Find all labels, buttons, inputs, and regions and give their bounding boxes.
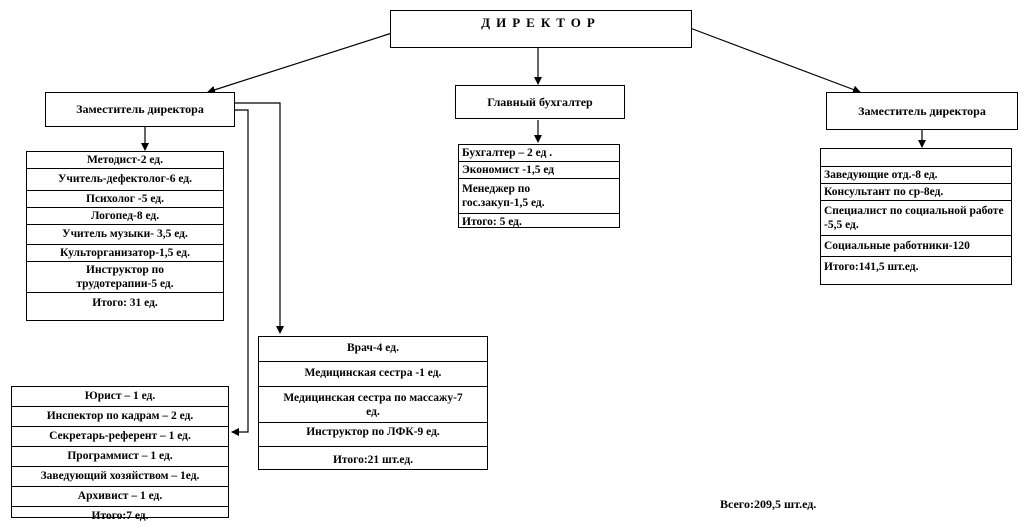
- accountant-staff-list: Бухгалтер – 2 ед . Экономист -1,5 ед Мен…: [458, 144, 620, 228]
- list-item: Секретарь-референт – 1 ед.: [12, 427, 228, 447]
- list-item: Врач-4 ед.: [259, 337, 487, 362]
- deputy-right-header: Заместитель директора: [826, 92, 1018, 130]
- list-total: Итого: 5 ед.: [462, 216, 522, 228]
- list-total: Итого: 31 ед.: [92, 297, 158, 309]
- list-total: Итого:7 ед.: [91, 510, 149, 522]
- list-item: Юрист – 1 ед.: [12, 387, 228, 407]
- list-item: Бухгалтер – 2 ед .: [459, 145, 619, 162]
- admin-staff-list: Юрист – 1 ед. Инспектор по кадрам – 2 ед…: [11, 386, 229, 522]
- arrow-director-to-deputy-right: [689, 27, 861, 94]
- list-item: Учитель-дефектолог-6 ед.: [27, 169, 223, 191]
- deputy-left-title: Заместитель директора: [76, 102, 204, 116]
- list-total: Итого:21 шт.ед.: [332, 454, 414, 466]
- list-item: Консультант по ср-8ед.: [821, 184, 1011, 201]
- director-title: ДИРЕКТОР: [481, 15, 601, 30]
- list-item: Менеджер по гос.закуп-1,5 ед.: [459, 179, 619, 214]
- list-item: Специалист по социальной работе -5,5 ед.: [821, 201, 1011, 236]
- list-item: Медицинская сестра по массажу-7 ед.: [259, 387, 487, 423]
- deputy-right-title: Заместитель директора: [858, 103, 986, 118]
- list-item: Экономист -1,5 ед: [459, 162, 619, 179]
- list-item: Культорганизатор-1,5 ед.: [27, 245, 223, 262]
- deputy-left-header: Заместитель директора: [45, 92, 235, 127]
- list-item: Программист – 1 ед.: [12, 447, 228, 467]
- deputy-right-staff-list: Заведующие отд.-8 ед. Консультант по ср-…: [820, 148, 1012, 285]
- list-item: Логопед-8 ед.: [27, 208, 223, 225]
- list-item: Инструктор по трудотерапии-5 ед.: [27, 262, 223, 293]
- accountant-title: Главный бухгалтер: [487, 94, 593, 109]
- list-item: Психолог -5 ед.: [27, 191, 223, 208]
- deputy-left-staff-list: Методист-2 ед. Учитель-дефектолог-6 ед. …: [26, 151, 224, 321]
- list-item: Социальные работники-120: [821, 236, 1011, 257]
- medical-staff-list: Врач-4 ед. Медицинская сестра -1 ед. Мед…: [258, 336, 488, 470]
- list-total: Итого:141,5 шт.ед.: [824, 261, 919, 273]
- list-item: Инструктор по ЛФК-9 ед.: [259, 423, 487, 447]
- list-item: Инспектор по кадрам – 2 ед.: [12, 407, 228, 427]
- arrow-director-to-deputy-left: [207, 32, 393, 94]
- arrow-deputy-left-to-medical: [234, 102, 284, 334]
- list-item: Методист-2 ед.: [27, 152, 223, 169]
- grand-total: Всего:209,5 шт.ед.: [720, 497, 817, 511]
- list-item: Архивист – 1 ед.: [12, 487, 228, 507]
- list-item-empty: [821, 149, 1011, 167]
- list-item: Заведующий хозяйством – 1ед.: [12, 467, 228, 487]
- list-item: Медицинская сестра -1 ед.: [259, 362, 487, 387]
- accountant-header: Главный бухгалтер: [455, 85, 625, 119]
- director-box: ДИРЕКТОР: [390, 10, 692, 48]
- list-item: Учитель музыки- 3,5 ед.: [27, 225, 223, 245]
- list-item: Заведующие отд.-8 ед.: [821, 167, 1011, 184]
- arrow-deputy-left-to-admin: [231, 109, 249, 436]
